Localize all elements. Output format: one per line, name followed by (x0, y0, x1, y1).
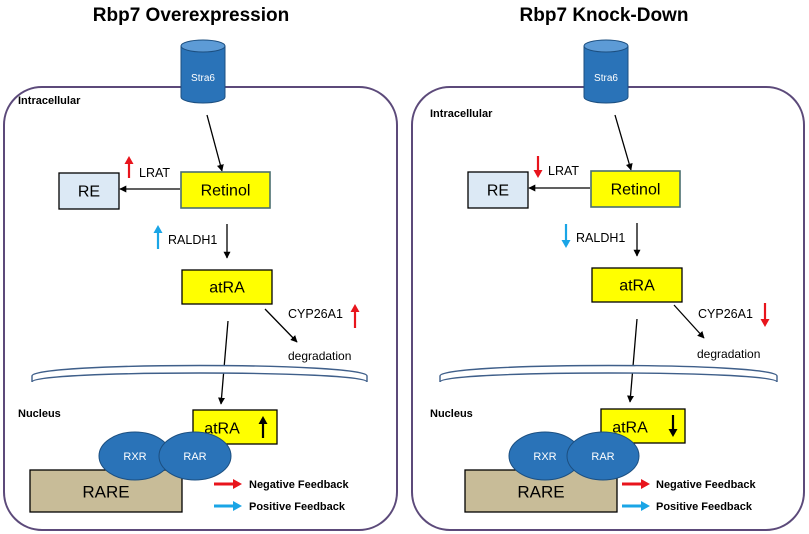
arrow-atra-to-degradation (673, 304, 705, 339)
raldh1-feedback-arrow (153, 225, 163, 249)
retinol-box (180, 171, 271, 209)
negative-feedback-legend-label: Negative Feedback (656, 479, 757, 491)
rxr-label: RXR (533, 451, 556, 463)
rare-label: RARE (82, 483, 129, 502)
nuclear-atra-label: atRA (612, 420, 648, 437)
nuclear-atra-direction-arrow (258, 416, 268, 438)
nuclear-atra-label: atRA (204, 421, 240, 438)
cyp26a1-feedback-arrow (350, 304, 360, 328)
panel-knockdown: Rbp7 Knock-Down Stra6 Intracellular Reti… (411, 5, 805, 531)
lrat-feedback-arrow (124, 156, 134, 178)
arrow-stra6-to-retinol (206, 114, 224, 172)
rar-receptor (566, 431, 640, 481)
lrat-label: LRAT (139, 166, 170, 180)
atra-label: atRA (619, 278, 655, 295)
stra6-transporter: Stra6 (583, 39, 629, 104)
re-box (467, 171, 529, 209)
rare-label: RARE (517, 483, 564, 502)
atra-box (181, 269, 273, 305)
intracellular-label: Intracellular (430, 108, 493, 120)
stra6-label: Stra6 (594, 73, 618, 84)
cyp26a1-label: CYP26A1 (698, 307, 753, 321)
nucleus-label: Nucleus (430, 408, 473, 420)
stra6-transporter: Stra6 (180, 39, 226, 104)
negative-feedback-legend-label: Negative Feedback (249, 479, 350, 491)
raldh1-label: RALDH1 (576, 231, 625, 245)
nuclear-atra-direction-arrow (668, 415, 678, 437)
panel-overexpression: Rbp7 Overexpression Stra6 Intracellular … (3, 5, 398, 531)
nuclear-membrane (439, 364, 778, 383)
arrow-atra-to-nucleus (218, 320, 229, 405)
re-box (58, 172, 120, 210)
lrat-feedback-arrow (533, 156, 543, 178)
positive-feedback-legend-arrow (214, 501, 242, 511)
arrow-atra-to-degradation (264, 308, 298, 343)
positive-feedback-legend-label: Positive Feedback (249, 501, 346, 513)
atra-label: atRA (209, 280, 245, 297)
rar-receptor (158, 431, 232, 481)
retinol-box (590, 170, 681, 208)
re-label: RE (487, 183, 509, 200)
panel-title: Rbp7 Overexpression (93, 5, 289, 26)
cyp26a1-feedback-arrow (760, 303, 770, 327)
retinol-label: Retinol (201, 183, 251, 200)
negative-feedback-legend-arrow (622, 479, 650, 489)
positive-feedback-legend-arrow (622, 501, 650, 511)
re-label: RE (78, 184, 100, 201)
rxr-label: RXR (123, 451, 146, 463)
arrow-stra6-to-retinol (614, 114, 633, 171)
arrow-atra-to-nucleus (627, 318, 638, 403)
degradation-label: degradation (697, 347, 760, 361)
nuclear-membrane (31, 364, 368, 383)
raldh1-label: RALDH1 (168, 233, 217, 247)
nucleus-label: Nucleus (18, 408, 61, 420)
panel-title: Rbp7 Knock-Down (520, 5, 689, 26)
stra6-label: Stra6 (191, 73, 215, 84)
negative-feedback-legend-arrow (214, 479, 242, 489)
atra-box (591, 267, 683, 303)
positive-feedback-legend-label: Positive Feedback (656, 501, 753, 513)
cyp26a1-label: CYP26A1 (288, 307, 343, 321)
intracellular-label: Intracellular (18, 95, 81, 107)
rar-label: RAR (183, 451, 206, 463)
lrat-label: LRAT (548, 164, 579, 178)
rare-box (29, 469, 183, 513)
degradation-label: degradation (288, 349, 351, 363)
retinol-label: Retinol (611, 182, 661, 199)
raldh1-feedback-arrow (561, 224, 571, 248)
rar-label: RAR (591, 451, 614, 463)
